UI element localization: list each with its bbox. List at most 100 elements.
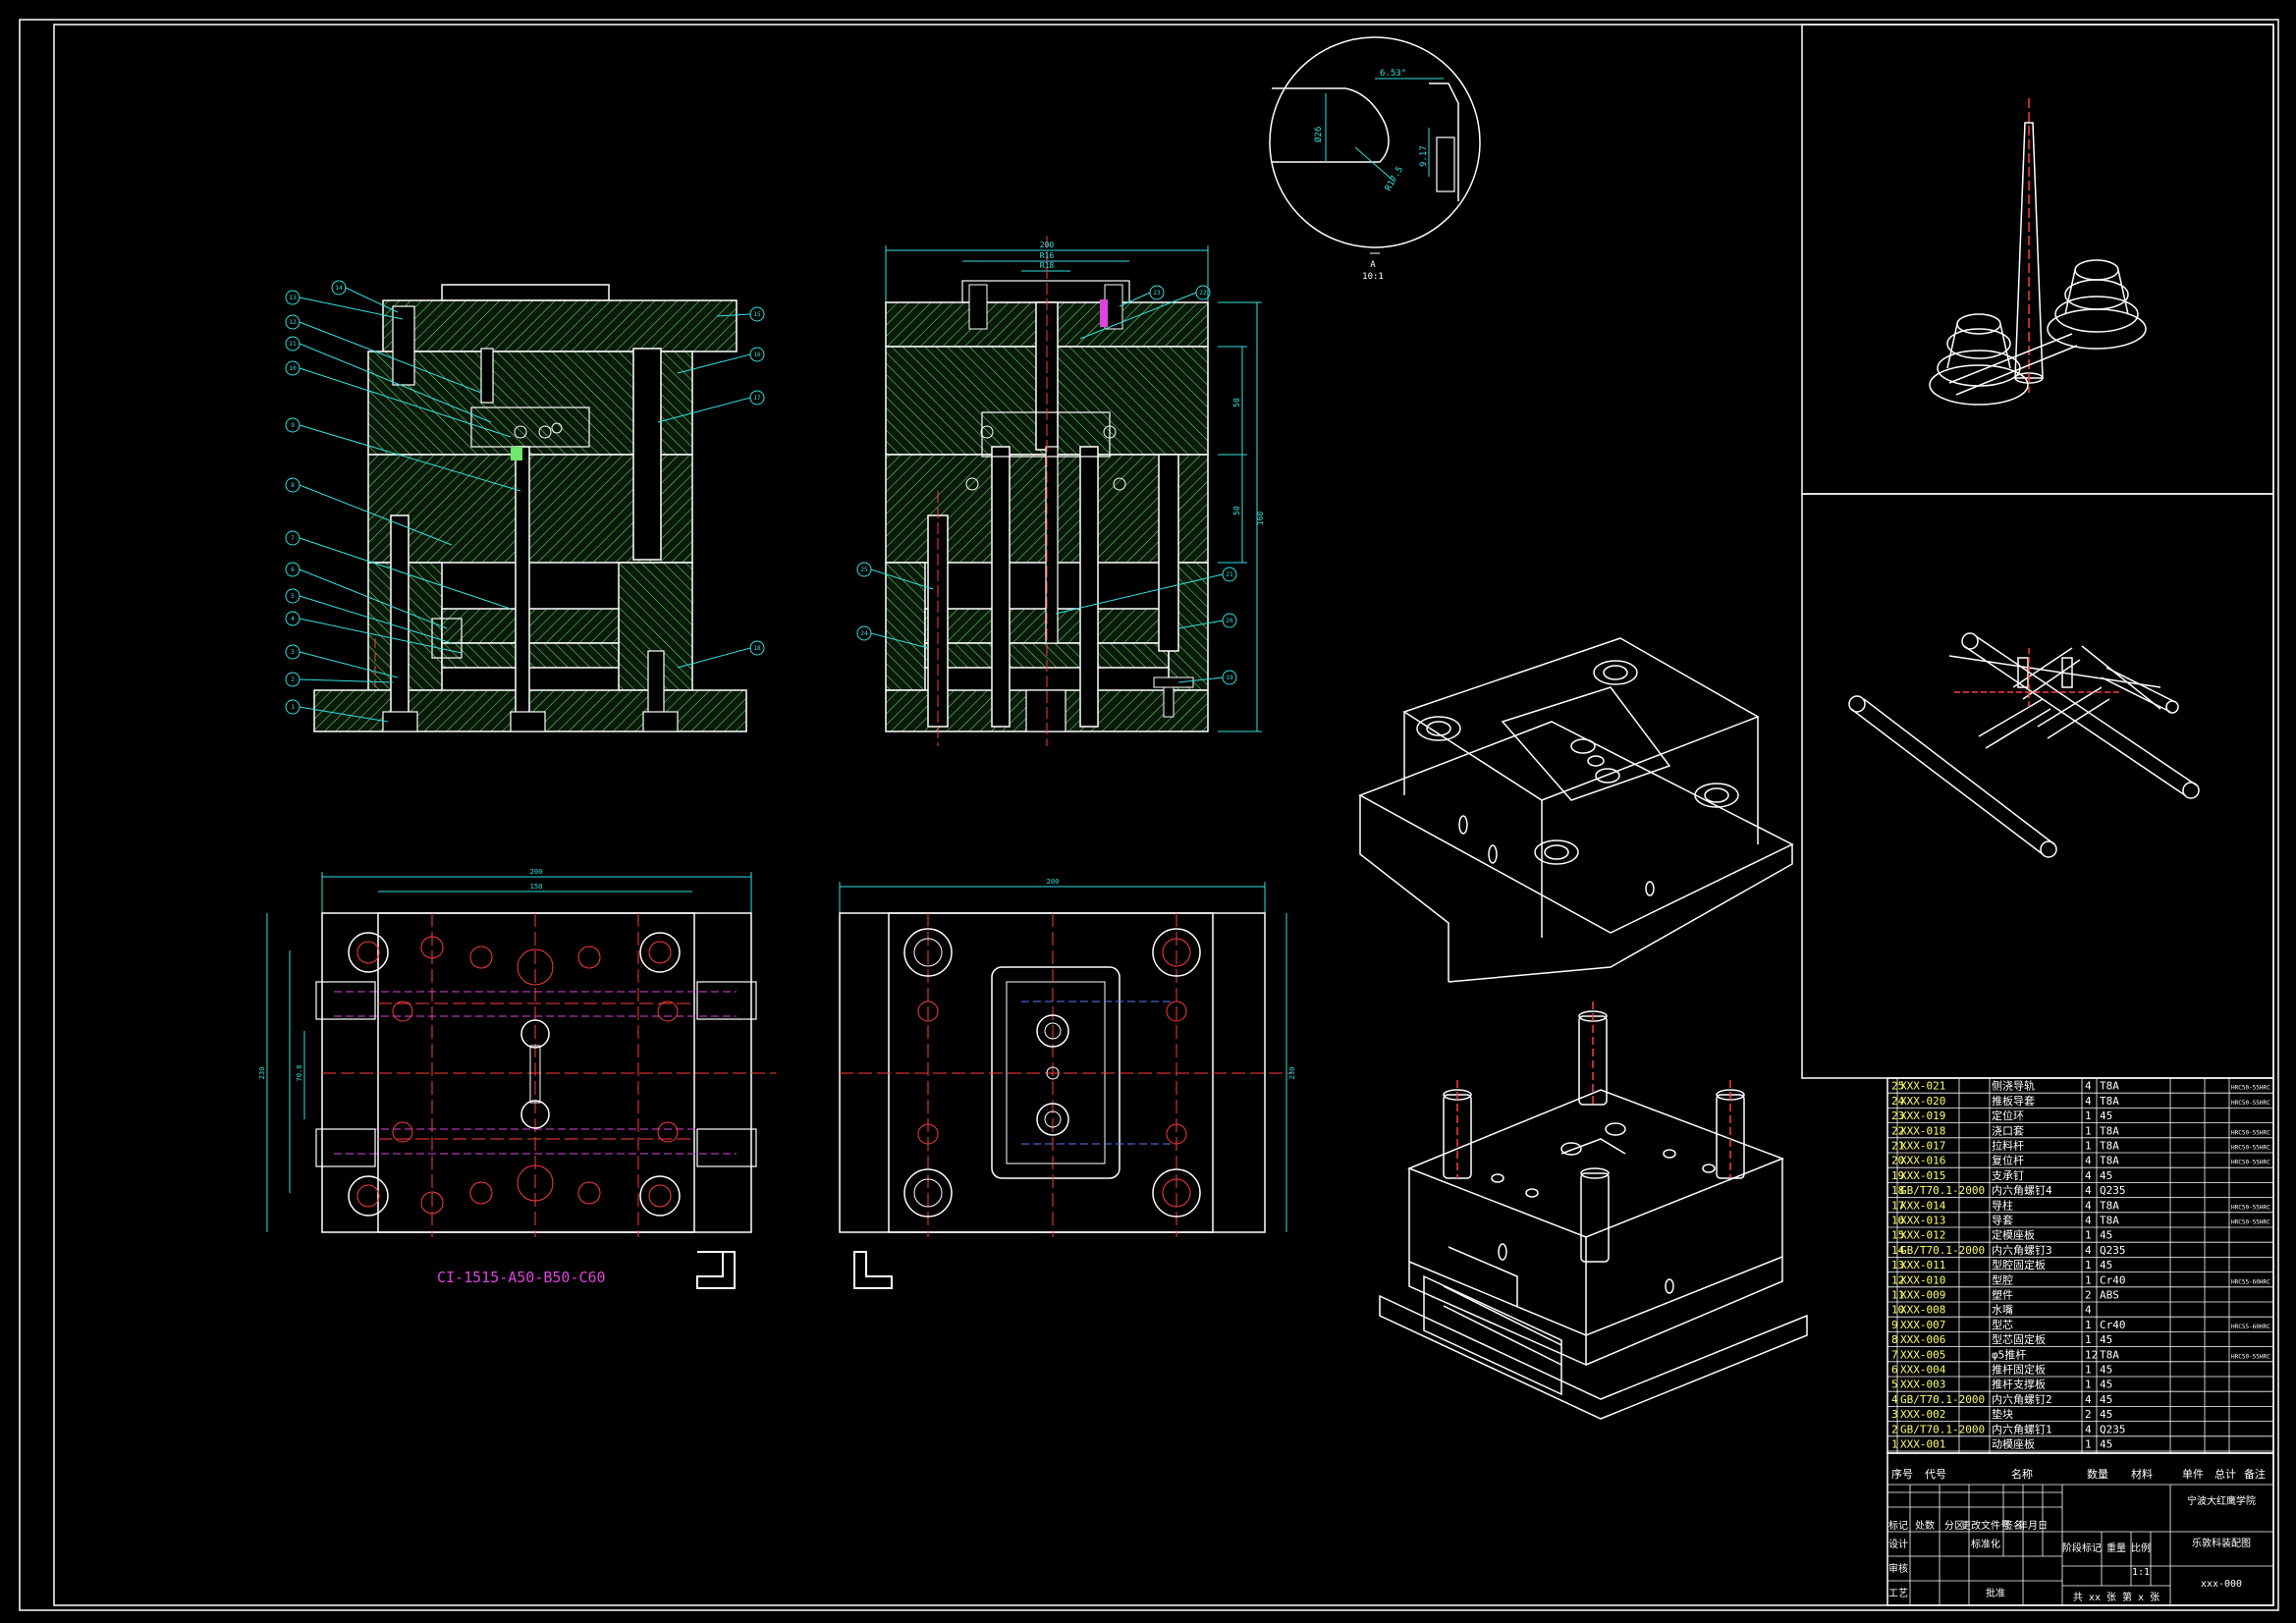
dim-plan-708: 70.8 bbox=[296, 1065, 303, 1082]
balloon-3: 3 bbox=[291, 649, 295, 656]
side-view-balloons bbox=[856, 285, 1237, 685]
bom-code: XXX-017 bbox=[1900, 1140, 1945, 1153]
bom-code: XXX-009 bbox=[1900, 1289, 1945, 1302]
bom-code: XXX-014 bbox=[1900, 1199, 1946, 1212]
bom-qty: 4 bbox=[2085, 1199, 2092, 1212]
bom-name: 浇口套 bbox=[1992, 1124, 2024, 1137]
bom-no: 10 bbox=[1891, 1304, 1904, 1317]
bom-no: 23 bbox=[1891, 1109, 1904, 1122]
bom-header-cell: 总计 bbox=[2214, 1467, 2236, 1481]
bom-header-cell: 备注 bbox=[2244, 1467, 2266, 1481]
bom-no: 7 bbox=[1891, 1348, 1898, 1361]
balloon-14: 14 bbox=[335, 285, 343, 292]
bom-header-cell: 名称 bbox=[2011, 1467, 2033, 1481]
bom-name: 内六角螺钉2 bbox=[1992, 1392, 2052, 1406]
bom-header-cell: 代号 bbox=[1925, 1468, 1946, 1481]
balloon-21: 21 bbox=[1226, 571, 1233, 578]
bom-name: 推杆固定板 bbox=[1992, 1363, 2046, 1377]
detail-angle: 6.53° bbox=[1380, 69, 1406, 79]
bom-qty: 4 bbox=[2085, 1095, 2092, 1108]
bom-no: 22 bbox=[1891, 1124, 1904, 1137]
bom-qty: 1 bbox=[2085, 1379, 2092, 1391]
balloon-2: 2 bbox=[291, 676, 295, 683]
bom-qty: 1 bbox=[2085, 1140, 2092, 1153]
dim-plan2-230: 230 bbox=[1288, 1067, 1296, 1080]
bom-material: T8A bbox=[2100, 1199, 2119, 1212]
bom-qty: 1 bbox=[2085, 1109, 2092, 1122]
bom-no: 2 bbox=[1891, 1423, 1898, 1435]
bom-name: 水嘴 bbox=[1992, 1304, 2013, 1317]
detail-view-a bbox=[1269, 36, 1481, 254]
bom-name: 导套 bbox=[1992, 1215, 2013, 1227]
bom-name: 内六角螺钉3 bbox=[1992, 1243, 2052, 1257]
dim-side-top-r16: R16 bbox=[1040, 251, 1055, 260]
rev-label-4: 更改文件号 bbox=[1961, 1519, 2010, 1532]
bom-code: XXX-013 bbox=[1900, 1215, 1945, 1227]
outer-border bbox=[19, 19, 2279, 1611]
bom-no: 13 bbox=[1891, 1259, 1904, 1271]
bom-material: Cr40 bbox=[2100, 1273, 2126, 1286]
bom-qty: 1 bbox=[2085, 1438, 2092, 1451]
bom-material: 45 bbox=[2100, 1393, 2112, 1406]
bom-name: 拉料杆 bbox=[1992, 1139, 2024, 1153]
bom-material: Q235 bbox=[2100, 1244, 2126, 1257]
bom-qty: 1 bbox=[2085, 1259, 2092, 1271]
bom-material: 45 bbox=[2100, 1438, 2112, 1451]
bom-qty: 1 bbox=[2085, 1229, 2092, 1242]
bom-no: 18 bbox=[1891, 1184, 1904, 1197]
bom-name: 推杆支撑板 bbox=[1992, 1378, 2046, 1391]
bom-material: Q235 bbox=[2100, 1423, 2126, 1435]
iso-product-runner bbox=[1929, 98, 2147, 406]
balloon-8: 8 bbox=[291, 482, 295, 489]
bom-material: 45 bbox=[2100, 1379, 2112, 1391]
rev-label-3: 分区 bbox=[1944, 1520, 1964, 1532]
dim-plan-230: 230 bbox=[258, 1067, 266, 1080]
bom-note: HRC50-55HRC bbox=[2231, 1100, 2270, 1107]
bom-code: XXX-002 bbox=[1900, 1408, 1945, 1421]
bom-name: 导柱 bbox=[1992, 1198, 2013, 1212]
detail-scale: 10:1 bbox=[1362, 272, 1384, 282]
balloon-17: 17 bbox=[753, 395, 761, 402]
bom-code: XXX-008 bbox=[1900, 1304, 1945, 1317]
bom-code: XXX-007 bbox=[1900, 1319, 1945, 1331]
bom-code: GB/T70.1-2000 bbox=[1900, 1244, 1985, 1257]
rev-label-2: 处数 bbox=[1915, 1519, 1935, 1532]
bom-code: XXX-004 bbox=[1900, 1364, 1946, 1377]
bom-code: GB/T70.1-2000 bbox=[1900, 1423, 1985, 1435]
bom-material: ABS bbox=[2100, 1289, 2119, 1302]
bom-material: 45 bbox=[2100, 1109, 2112, 1122]
iso-panel-middle bbox=[1801, 493, 2274, 1079]
bom-no: 5 bbox=[1891, 1379, 1898, 1391]
bom-name: 型腔 bbox=[1992, 1272, 2013, 1286]
bom-qty: 4 bbox=[2085, 1393, 2092, 1406]
bom-name: 内六角螺钉1 bbox=[1992, 1422, 2052, 1435]
role-design: 设计 bbox=[1888, 1538, 1908, 1550]
balloon-23: 23 bbox=[1153, 290, 1161, 297]
bom-material: T8A bbox=[2100, 1080, 2119, 1093]
balloon-22: 22 bbox=[1199, 290, 1207, 297]
bom-note: HRC50-55HRC bbox=[2231, 1129, 2270, 1136]
plan-view-moving-half bbox=[266, 872, 776, 1237]
plan-view-fixed-half bbox=[839, 882, 1291, 1237]
bom-code: XXX-019 bbox=[1900, 1109, 1945, 1122]
bom-no: 17 bbox=[1891, 1199, 1904, 1212]
bom-qty: 4 bbox=[2085, 1215, 2092, 1227]
bom-code: XXX-011 bbox=[1900, 1259, 1945, 1271]
bom-note: HRC50-55HRC bbox=[2231, 1085, 2270, 1092]
bom-qty: 1 bbox=[2085, 1333, 2092, 1346]
drawing-name: 乐敦科装配图 bbox=[2192, 1537, 2251, 1549]
bom-no: 1 bbox=[1891, 1438, 1898, 1451]
bom-no: 25 bbox=[1891, 1080, 1904, 1093]
bom-name: 动模座板 bbox=[1992, 1437, 2035, 1451]
dim-side-top-200: 200 bbox=[1040, 241, 1055, 249]
role-review: 审核 bbox=[1888, 1562, 1908, 1575]
bom-code: XXX-016 bbox=[1900, 1155, 1945, 1167]
bom-name: 侧浇导轨 bbox=[1992, 1079, 2035, 1093]
balloon-12: 12 bbox=[289, 319, 297, 326]
bom-qty: 4 bbox=[2085, 1169, 2092, 1182]
bom-material: 45 bbox=[2100, 1259, 2112, 1271]
role-std: 标准化 bbox=[1971, 1538, 2000, 1550]
bom-name: 支承钉 bbox=[1992, 1169, 2024, 1182]
